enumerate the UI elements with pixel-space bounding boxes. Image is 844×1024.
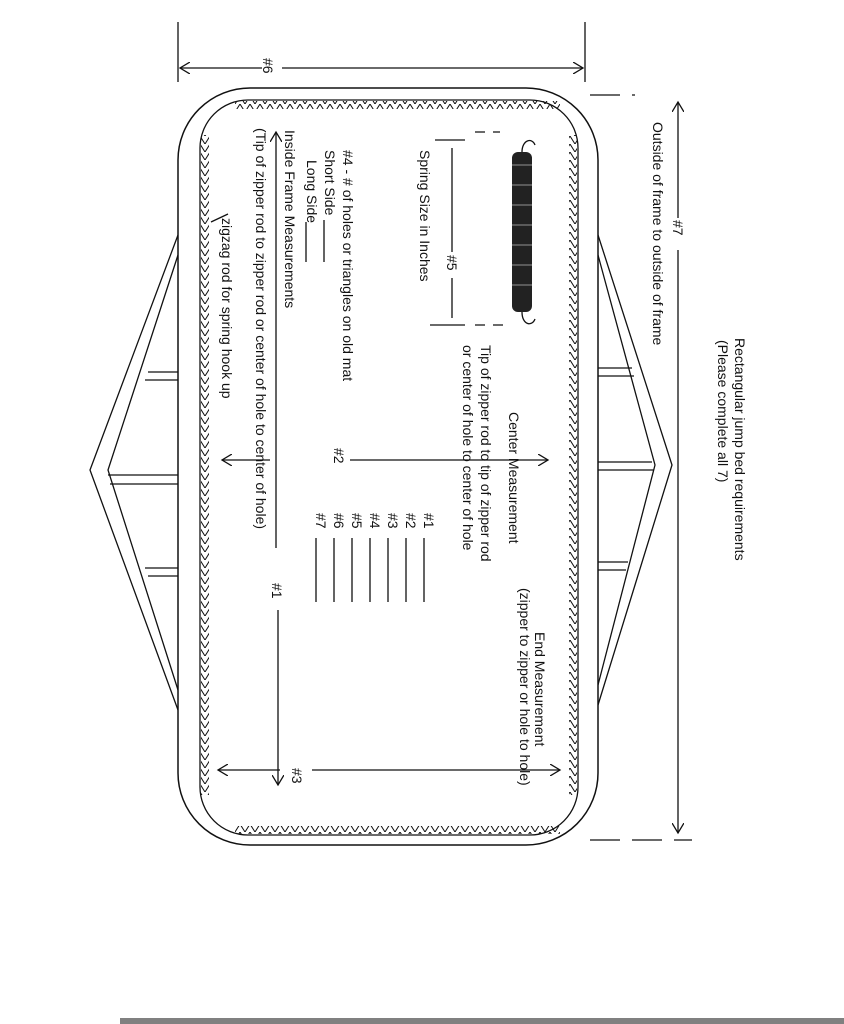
end-measurement: End Measurement (zipper to zipper or hol…	[218, 588, 560, 786]
center-measurement-title: Center Measurement	[506, 412, 522, 544]
answer-label-1: #1	[421, 513, 437, 529]
center-num: #2	[331, 448, 347, 464]
holes-title: #4 - # of holes or triangles on old mat	[340, 150, 356, 381]
spring-num: #5	[444, 255, 460, 271]
answer-label-7: #7	[313, 513, 329, 529]
outside-frame-label: Outside of frame to outside of frame	[650, 122, 666, 346]
jump-mat	[199, 99, 579, 836]
holes-count: #4 - # of holes or triangles on old mat …	[304, 150, 356, 381]
zigzag-label: zigzag rod for spring hook up	[219, 218, 235, 399]
long-side-label: Long Side	[304, 160, 320, 223]
center-measurement-line1: Tip of zipper rod to tip of zipper rod	[478, 345, 494, 562]
spring-icon	[512, 139, 536, 325]
dim-7-label: #7	[670, 220, 686, 236]
inside-num: #1	[269, 583, 285, 599]
answer-label-2: #2	[403, 513, 419, 529]
center-measurement-line2: or center of hole to center of hole	[460, 345, 476, 551]
spring-size-label: Spring Size in Inches	[417, 150, 433, 282]
inside-frame-title: Inside Frame Measurements	[282, 130, 298, 308]
end-measurement-note: (zipper to zipper or hole to hole)	[517, 588, 533, 786]
zigzag-callout: zigzag rod for spring hook up	[210, 213, 235, 399]
dimension-5: #5 Spring Size in Inches	[417, 131, 505, 326]
answer-label-3: #3	[385, 513, 401, 529]
answer-label-4: #4	[367, 513, 383, 529]
end-num: #3	[289, 768, 305, 784]
inside-frame-measurement: Inside Frame Measurements (Tip of zipper…	[253, 128, 298, 785]
zigzag-rod	[201, 101, 577, 834]
answer-label-6: #6	[331, 513, 347, 529]
dimension-6: #6	[177, 22, 586, 82]
answer-list: #1 #2 #3 #4 #5 #6 #7	[313, 513, 437, 602]
answer-label-5: #5	[349, 513, 365, 529]
answer-blanks[interactable]	[315, 538, 425, 602]
short-side-label: Short Side	[322, 150, 338, 216]
scan-edge-bar	[120, 1018, 844, 1024]
inside-frame-note: (Tip of zipper rod to zipper rod or cent…	[253, 128, 269, 529]
end-measurement-title: End Measurement	[532, 632, 548, 747]
page-subtitle: (Please complete all 7)	[715, 340, 731, 482]
page-title: Rectangular jump bed requirements	[732, 338, 748, 561]
center-measurement: Center Measurement Tip of zipper rod to …	[222, 345, 548, 562]
frame-legs	[89, 234, 673, 711]
dim-6-label: #6	[260, 58, 276, 74]
dimension-7: #7 Outside of frame to outside of frame	[590, 94, 692, 841]
